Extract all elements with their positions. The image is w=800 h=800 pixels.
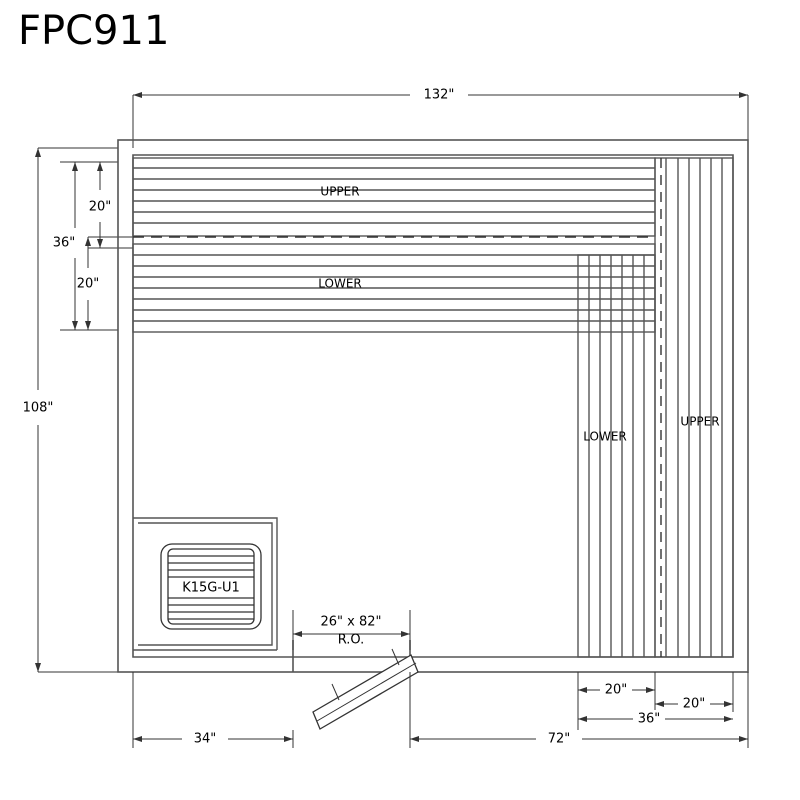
dimension-label-bottom-right-upper-20: 20": [683, 697, 706, 712]
dimension-label-left-lower-20: 20": [77, 277, 100, 292]
door-leaf: [312, 648, 419, 730]
dimension-label-left-upper-20: 20": [89, 200, 112, 215]
dimension-label-left-36: 36": [53, 236, 76, 251]
dimension-left-lower-20: [85, 236, 133, 330]
heater-label: K15G-U1: [182, 581, 240, 596]
dimension-left-upper-20: [88, 162, 133, 249]
dimension-label-bottom-right-36: 36": [638, 712, 661, 727]
dimension-label-bottom-right-lower-20: 20": [605, 683, 628, 698]
heater-guard-rail: [133, 517, 278, 651]
dimension-label-left-108: 108": [23, 401, 54, 416]
dimension-bottom-72: [409, 672, 749, 748]
bench-label-vertical-lower: LOWER: [583, 430, 627, 444]
dimension-bottom-right-upper-20: [655, 672, 734, 712]
page-title: FPC911: [18, 8, 170, 54]
dimension-label-door-size: 26" x 82": [320, 615, 381, 630]
dimension-label-top-132: 132": [424, 88, 455, 103]
dimension-left-108: [35, 147, 118, 673]
horizontal-bench-lower: [132, 243, 656, 333]
horizontal-bench-upper: [132, 157, 656, 237]
room-outer-wall: [117, 139, 749, 673]
dimension-left-36: [60, 161, 118, 331]
dimension-label-bottom-72: 72": [548, 732, 571, 747]
bench-label-horizontal-lower: LOWER: [318, 277, 362, 291]
dimension-door-ro: [292, 610, 411, 650]
dimension-top-132: [132, 92, 749, 148]
dimension-bottom-left-34: [132, 672, 294, 748]
dimension-label-door-ro: R.O.: [338, 633, 365, 648]
bench-label-horizontal-upper: UPPER: [320, 185, 359, 199]
bench-label-vertical-upper: UPPER: [680, 415, 719, 429]
dimension-bottom-right-36: [578, 716, 733, 722]
vertical-bench-lower: [577, 254, 656, 658]
vertical-bench-upper: [654, 157, 734, 658]
heater-unit: [160, 543, 262, 630]
dimension-label-bottom-left-34: 34": [194, 732, 217, 747]
